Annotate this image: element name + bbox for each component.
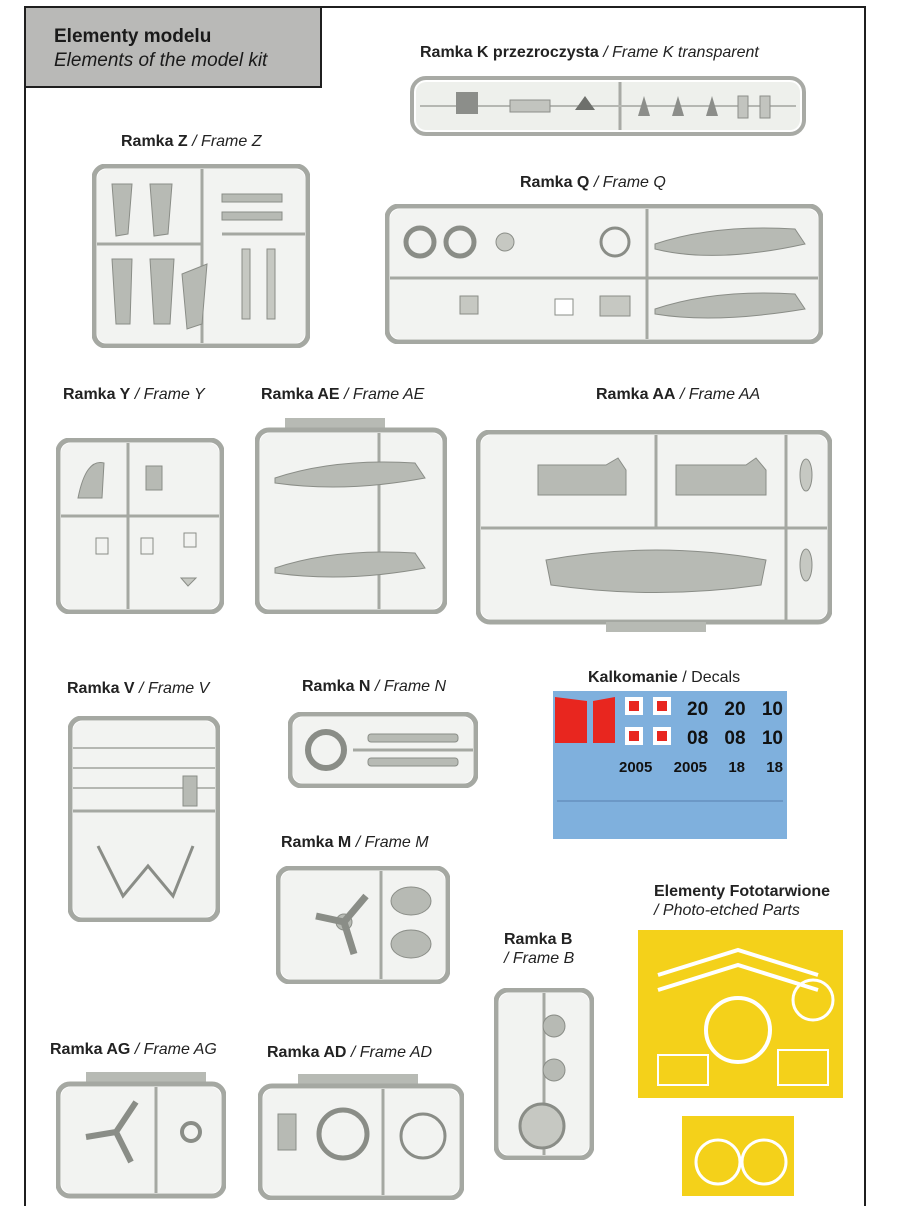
label-frame-ae: Ramka AE / Frame AE xyxy=(261,386,425,403)
page-title: Elementy modelu xyxy=(54,26,212,47)
label-frame-z: Ramka Z / Frame Z xyxy=(121,133,262,150)
decal-number: 18 xyxy=(766,759,783,776)
label-frame-q: Ramka Q / Frame Q xyxy=(520,174,666,191)
photo-etched-sheet-small xyxy=(682,1116,794,1196)
sprue-frame-m xyxy=(276,866,450,984)
decal-number: 08 xyxy=(724,728,746,749)
sprue-frame-ae xyxy=(255,418,447,614)
page-subtitle: Elements of the model kit xyxy=(54,50,268,71)
label-frame-v: Ramka V / Frame V xyxy=(67,680,210,697)
label-frame-b: Ramka B xyxy=(504,931,573,948)
decal-number: 20 xyxy=(724,699,746,720)
label-frame-k: Ramka K przezroczysta / Frame K transpar… xyxy=(420,44,759,61)
sprue-frame-n xyxy=(288,712,478,788)
decal-number: 18 xyxy=(728,759,745,776)
sprue-frame-q xyxy=(385,204,823,344)
sprue-frame-b xyxy=(494,988,594,1160)
photo-etched-sheet-large xyxy=(638,930,843,1098)
sprue-frame-aa xyxy=(476,430,832,632)
decal-number: 10 xyxy=(761,699,783,720)
label-photo-etched-en: / Photo-etched Parts xyxy=(654,902,800,919)
sprue-frame-y xyxy=(56,438,224,614)
header-box: Elementy modelu Elements of the model ki… xyxy=(26,8,322,88)
label-frame-aa: Ramka AA / Frame AA xyxy=(596,386,761,403)
decal-number: 08 xyxy=(687,728,709,749)
decal-number: 10 xyxy=(761,728,783,749)
sprue-frame-v xyxy=(68,716,220,922)
sprue-frame-ag xyxy=(56,1072,226,1200)
decal-number: 2005 xyxy=(673,759,708,776)
sprue-frame-z xyxy=(92,164,310,348)
sprue-frame-k xyxy=(410,76,806,138)
page-border xyxy=(24,6,866,1206)
label-frame-n: Ramka N / Frame N xyxy=(302,678,447,695)
label-frame-ad: Ramka AD / Frame AD xyxy=(267,1044,433,1061)
label-frame-b-en: / Frame B xyxy=(504,950,575,967)
label-decals: Kalkomanie / Decals xyxy=(588,669,741,686)
label-frame-m: Ramka M / Frame M xyxy=(281,834,429,851)
label-photo-etched-pl: Elementy Fototarwione xyxy=(654,883,831,900)
decal-number: 2005 xyxy=(619,759,653,776)
decal-sheet: 20 20 10 08 08 10 2005 2005 18 18 xyxy=(553,691,787,839)
sprue-frame-ad xyxy=(258,1074,464,1200)
label-frame-ag: Ramka AG / Frame AG xyxy=(50,1041,217,1058)
label-frame-y: Ramka Y / Frame Y xyxy=(63,386,205,403)
decal-number: 20 xyxy=(687,699,709,720)
